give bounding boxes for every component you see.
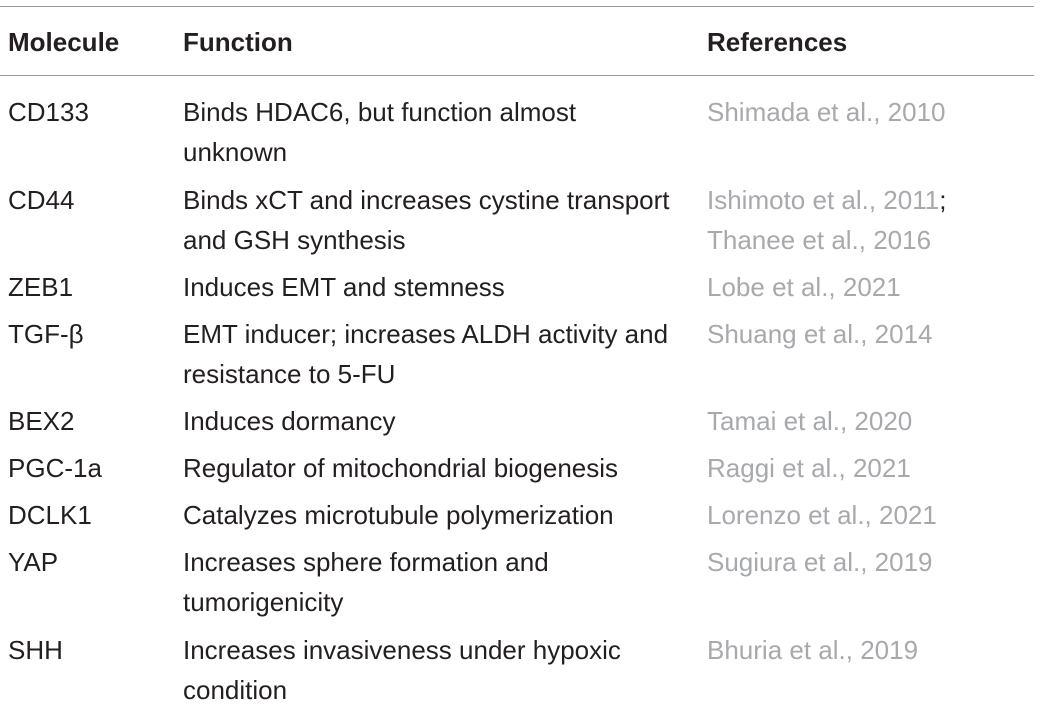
reference-link[interactable]: Lorenzo et al., 2021 (707, 500, 937, 530)
reference-link[interactable]: Raggi et al., 2021 (707, 453, 911, 483)
molecule-cell: ZEB1 (8, 272, 74, 302)
reference-link[interactable]: Shuang et al., 2014 (707, 319, 933, 349)
function-cell: Catalyzes microtubule polymerization (183, 500, 614, 530)
molecule-cell: SHH (8, 635, 63, 665)
reference-link[interactable]: Bhuria et al., 2019 (707, 635, 919, 665)
reference-cell[interactable]: Lobe et al., 2021 (707, 267, 1027, 307)
reference-cell[interactable]: Shimada et al., 2010 (707, 92, 1027, 132)
molecule-cell: TGF-β (8, 319, 84, 349)
reference-cell[interactable]: Tamai et al., 2020 (707, 401, 1027, 441)
table-header-rule (0, 75, 1034, 76)
reference-link[interactable]: Ishimoto et al., 2011; (707, 185, 947, 215)
table-header-row: Molecule Function References (0, 22, 1034, 62)
function-cell: Binds xCT and increases cystine transpor… (183, 185, 670, 255)
function-cell: Induces dormancy (183, 406, 396, 436)
table-top-rule (0, 6, 1034, 7)
function-cell: Regulator of mitochondrial biogenesis (183, 453, 619, 483)
reference-link[interactable]: Tamai et al., 2020 (707, 406, 913, 436)
reference-link[interactable]: Sugiura et al., 2019 (707, 547, 933, 577)
molecule-cell: DCLK1 (8, 500, 92, 530)
reference-link[interactable]: Thanee et al., 2016 (707, 225, 932, 255)
header-function: Function (183, 27, 293, 57)
reference-cell[interactable]: Ishimoto et al., 2011; Thanee et al., 20… (707, 180, 1027, 260)
header-references: References (707, 27, 848, 57)
function-cell: Increases invasiveness under hypoxic con… (183, 635, 621, 705)
molecule-cell: BEX2 (8, 406, 75, 436)
function-cell: EMT inducer; increases ALDH activity and… (183, 319, 669, 389)
reference-link[interactable]: Shimada et al., 2010 (707, 97, 946, 127)
molecule-cell: PGC-1a (8, 453, 102, 483)
molecule-cell: CD133 (8, 97, 89, 127)
reference-cell[interactable]: Bhuria et al., 2019 (707, 630, 1027, 670)
reference-cell[interactable]: Raggi et al., 2021 (707, 448, 1027, 488)
molecule-cell: YAP (8, 547, 59, 577)
function-cell: Increases sphere formation and tumorigen… (183, 547, 549, 617)
reference-cell[interactable]: Shuang et al., 2014 (707, 314, 1027, 354)
reference-link[interactable]: Lobe et al., 2021 (707, 272, 901, 302)
function-cell: Induces EMT and stemness (183, 272, 505, 302)
reference-cell[interactable]: Sugiura et al., 2019 (707, 542, 1027, 582)
header-molecule: Molecule (8, 27, 120, 57)
molecule-cell: CD44 (8, 185, 75, 215)
reference-cell[interactable]: Lorenzo et al., 2021 (707, 495, 1027, 535)
function-cell: Binds HDAC6, but function almost unknown (183, 97, 577, 167)
